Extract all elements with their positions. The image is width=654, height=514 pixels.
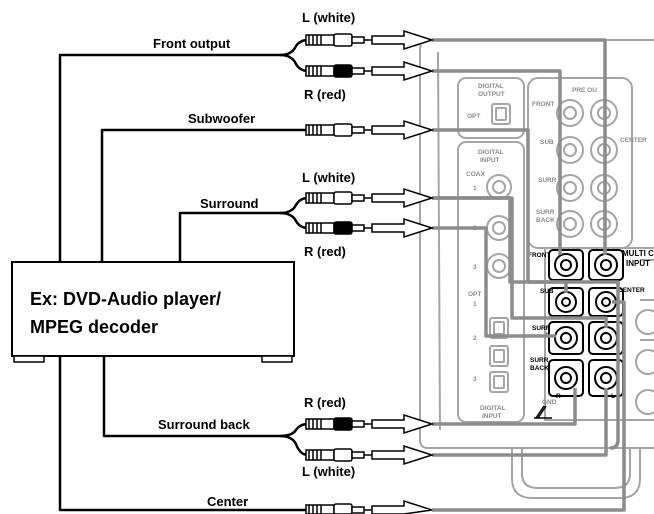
multi-surr-back-label-1: SURR: [530, 357, 549, 364]
cable-surround-l: [432, 196, 608, 328]
pre-out-sub-label: SUB: [540, 139, 554, 146]
multi-center-label: CENTER: [618, 287, 645, 294]
opt-label: OPT: [467, 113, 480, 120]
gray-cables: [432, 38, 626, 512]
cable-surround-back-l: [432, 388, 608, 457]
plug-surround-r-red: [305, 221, 372, 235]
digital-output-label-1: DIGITAL: [478, 83, 504, 90]
digital-input-label-1: DIGITAL: [478, 149, 504, 156]
cable-center: [432, 300, 626, 512]
label-surround-back-l: L (white): [302, 464, 355, 479]
pre-out-jacks: [556, 99, 618, 238]
label-front-l: L (white): [302, 10, 355, 25]
multi-input-labels: FRONT SUB CENTER SURR L SURR BACK R L MU…: [528, 249, 654, 400]
cable-surround-back-r: [432, 388, 577, 426]
multi-input-label-1: MULTI C: [622, 249, 654, 258]
pre-out-center-label: CENTER: [620, 137, 647, 144]
rca-plugs: [305, 33, 372, 514]
opt-input-label: OPT: [468, 291, 481, 298]
label-surround-l: L (white): [302, 170, 355, 185]
panel-labels: DIGITAL OUTPUT OPT DIGITAL INPUT COAX 1 …: [466, 83, 647, 420]
label-subwoofer: Subwoofer: [188, 111, 255, 126]
multi-sub-label: SUB: [540, 288, 554, 295]
multi-surr-label-1: SURR: [532, 325, 551, 332]
multi-front-label: FRONT: [528, 252, 550, 259]
player-label-line1: Ex: DVD-Audio player/: [30, 289, 221, 309]
pre-out-front-label: FRONT: [532, 101, 554, 108]
multi-l-label: L: [611, 393, 615, 400]
plug-surround-back-l-white: [305, 448, 372, 462]
receiver-side-plugs: [371, 29, 435, 514]
multi-r-label: R: [556, 393, 561, 400]
plug-surround-l-white: [305, 191, 372, 205]
multi-input-label-2: INPUT: [626, 259, 650, 268]
opt-input-jacks: [489, 317, 509, 393]
plug-center: [305, 503, 372, 514]
plug-front-l-white: [305, 33, 372, 47]
digital-input-bottom-2: INPUT: [482, 413, 502, 420]
coax-jacks: [486, 174, 512, 279]
plug-surround-back-r-red: [305, 417, 372, 431]
pre-out-surr-back-label-1: SURR: [536, 209, 555, 216]
label-surround-back: Surround back: [158, 417, 251, 432]
label-surround-r: R (red): [304, 244, 346, 259]
label-center: Center: [207, 494, 248, 509]
opt-num-1: 1: [473, 301, 477, 308]
multi-surr-back-label-2: BACK: [530, 365, 549, 372]
pre-out-surr-label: SURR: [538, 177, 557, 184]
label-surround-back-r: R (red): [304, 395, 346, 410]
digital-output-label-2: OUTPUT: [478, 91, 505, 98]
player-label-line2: MPEG decoder: [30, 317, 158, 337]
pre-out-label: PRE OU: [572, 87, 597, 94]
plug-front-r-red: [305, 64, 372, 78]
cable-front-r: [432, 69, 562, 255]
label-surround: Surround: [200, 196, 259, 211]
opt-num-2: 2: [473, 335, 477, 342]
cable-front-l: [432, 38, 607, 255]
label-front-r: R (red): [304, 87, 346, 102]
black-wires: [58, 38, 309, 512]
extra-jacks-right: [635, 309, 654, 415]
coax-label: COAX: [466, 171, 485, 178]
plug-subwoofer: [305, 123, 372, 137]
gnd-label: GND: [542, 399, 557, 406]
digital-input-label-2: INPUT: [480, 157, 500, 164]
digital-input-bottom-1: DIGITAL: [480, 405, 506, 412]
label-front-output: Front output: [153, 36, 231, 51]
dvd-audio-player: Ex: DVD-Audio player/ MPEG decoder: [11, 261, 295, 363]
coax-num-1: 1: [473, 185, 477, 192]
opt-num-3: 3: [473, 376, 477, 383]
cable-surround-r: [432, 226, 556, 338]
cable-labels: Front output L (white) R (red) Subwoofer…: [153, 10, 355, 509]
pre-out-surr-back-label-2: BACK: [536, 217, 555, 224]
digital-output-opt-jack: [491, 103, 511, 125]
cable-surround-l-path: [432, 196, 620, 450]
coax-num-3: 3: [473, 264, 477, 271]
